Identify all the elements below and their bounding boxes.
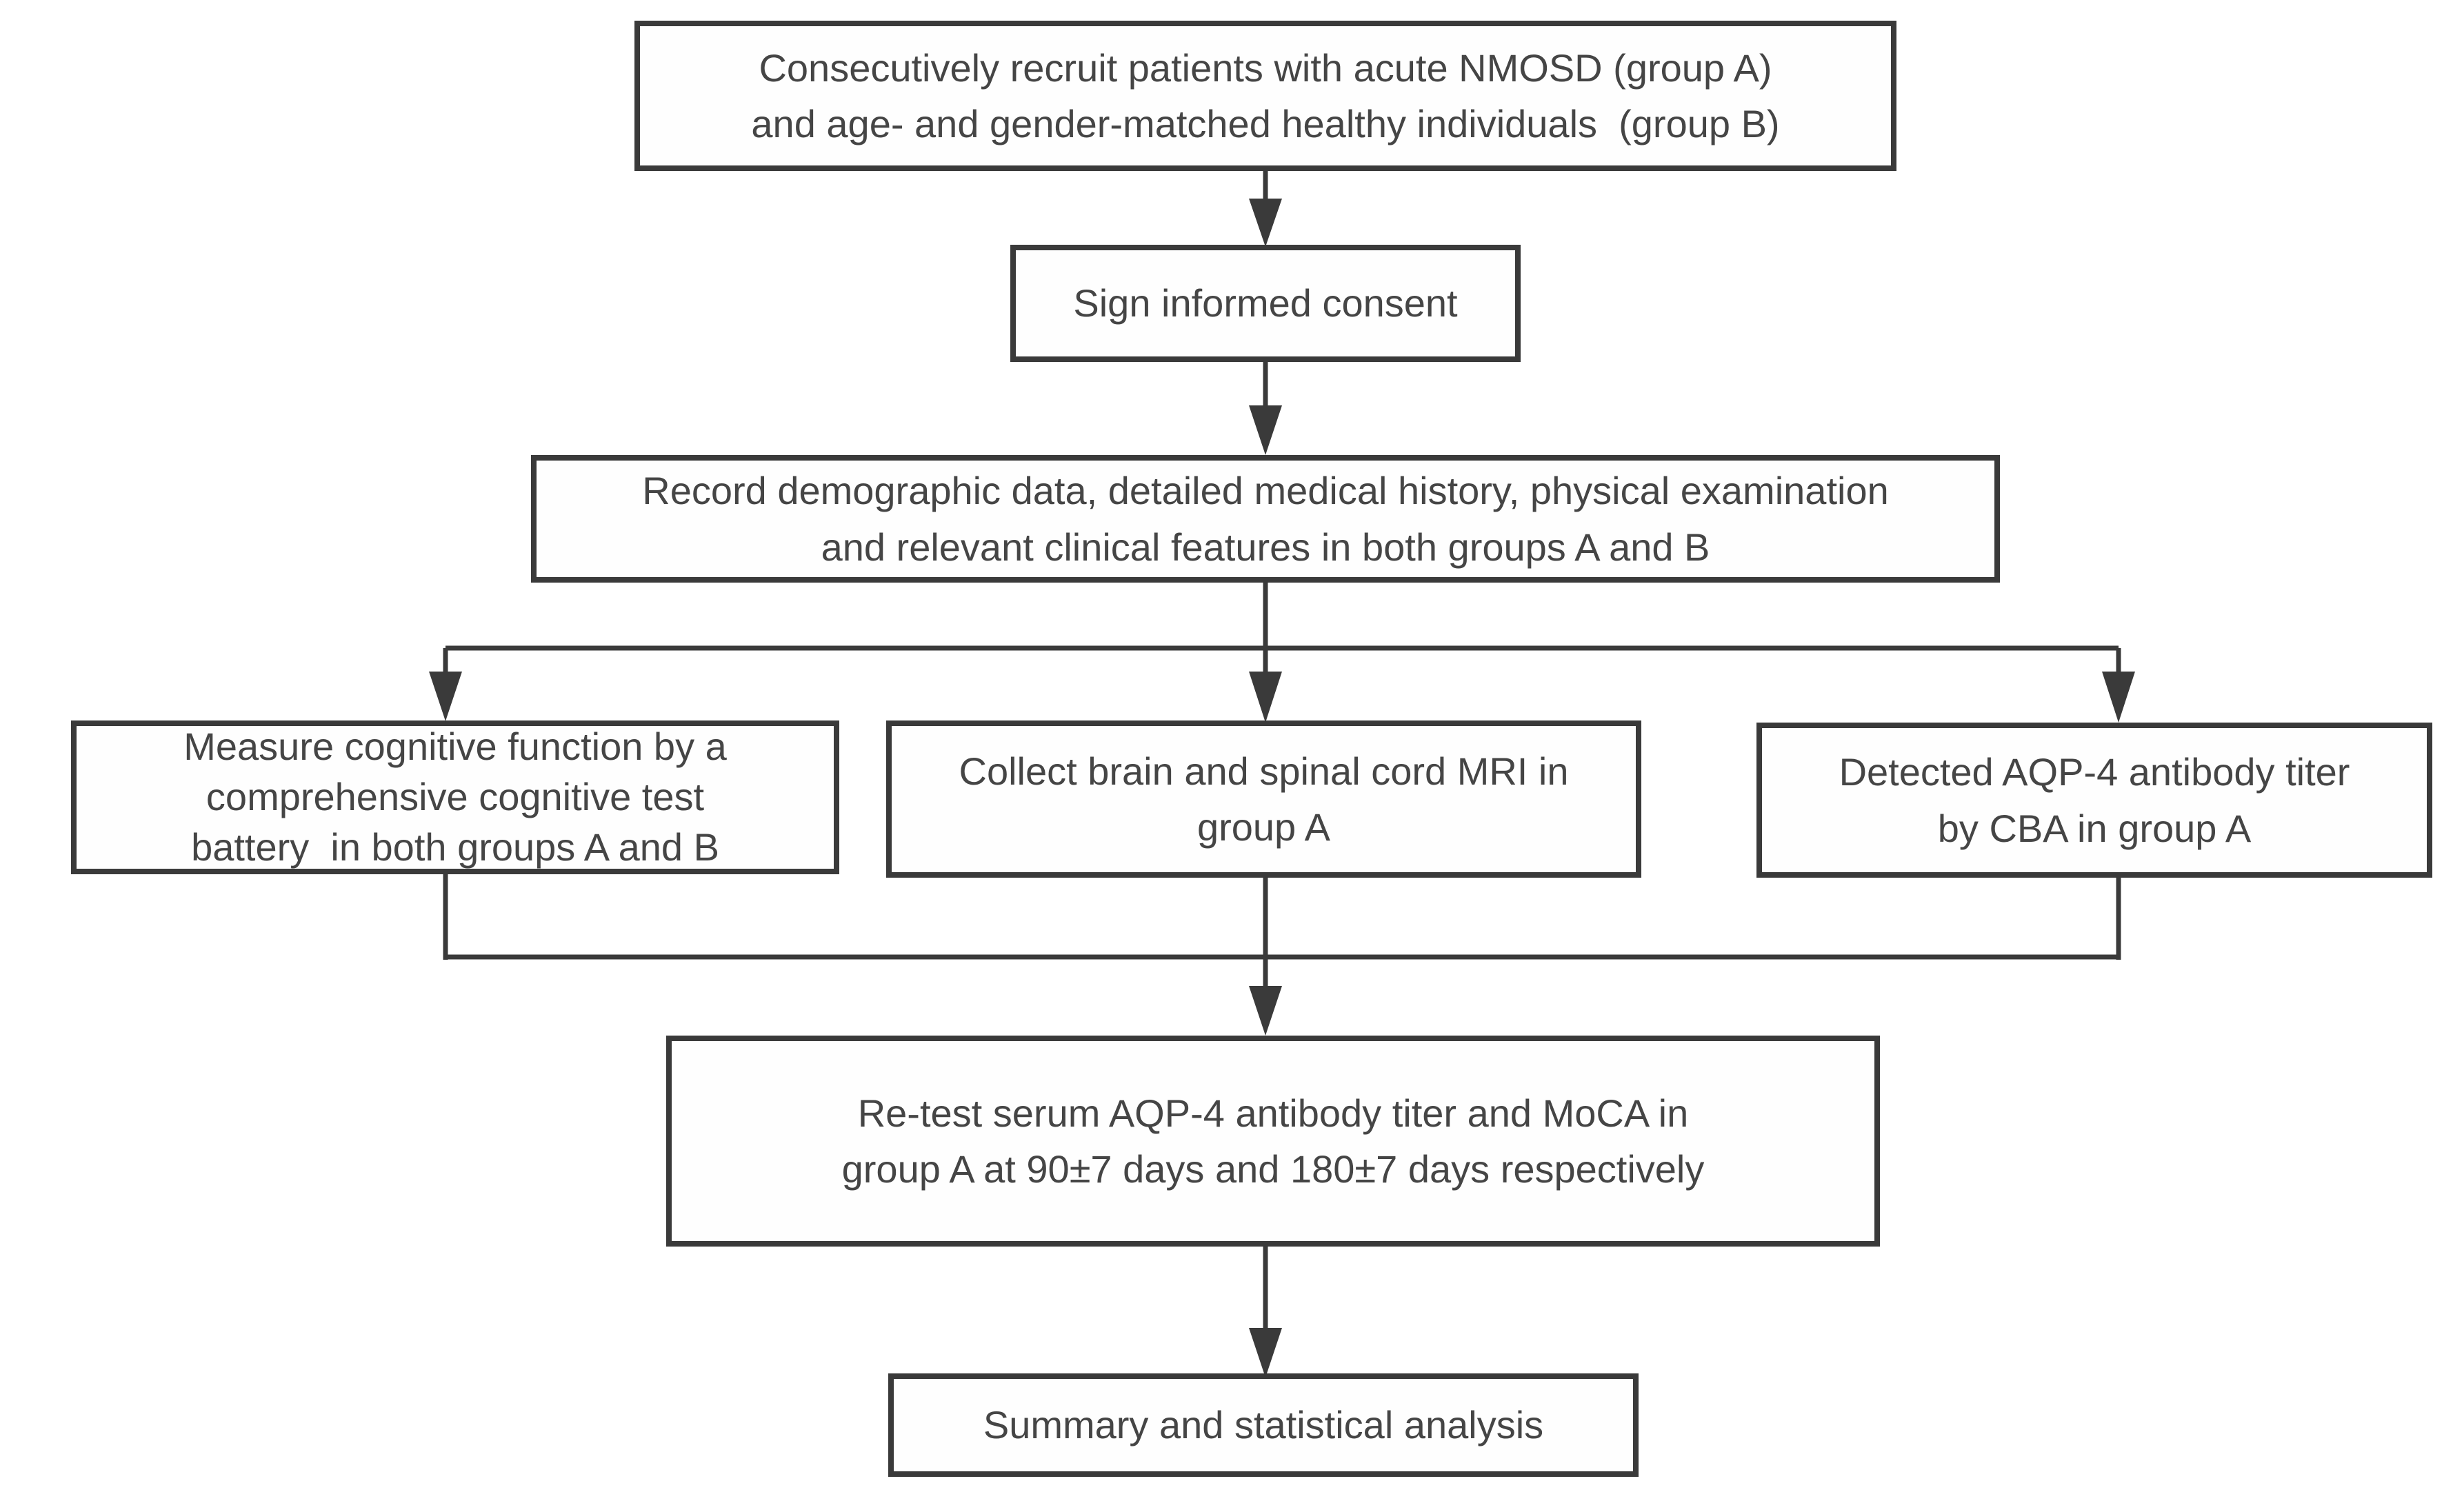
edge-branch-mri-arrowhead-icon xyxy=(1249,672,1282,723)
flow-node-mri-label: Collect brain and spinal cord MRI in gro… xyxy=(959,749,1569,849)
flow-node-record: Record demographic data, detailed medica… xyxy=(531,455,2000,583)
edge-consent-record-arrowhead-icon xyxy=(1249,405,1282,455)
edge-branch-cognitive-arrowhead-icon xyxy=(429,672,462,721)
flow-node-aqp4: Detected AQP-4 antibody titer by CBA in … xyxy=(1756,723,2432,878)
edge-merge-retest-arrowhead-icon xyxy=(1249,986,1282,1036)
flow-node-recruit-label: Consecutively recruit patients with acut… xyxy=(751,46,1780,145)
flow-node-recruit: Consecutively recruit patients with acut… xyxy=(634,21,1896,171)
flow-node-cognitive-label: Measure cognitive function by a comprehe… xyxy=(183,725,727,869)
flow-node-consent-label: Sign informed consent xyxy=(1073,281,1458,325)
flow-node-mri: Collect brain and spinal cord MRI in gro… xyxy=(886,720,1641,878)
flow-node-retest: Re-test serum AQP-4 antibody titer and M… xyxy=(666,1036,1880,1247)
edge-retest-summary-arrowhead-icon xyxy=(1249,1328,1282,1378)
flow-node-consent: Sign informed consent xyxy=(1010,245,1521,362)
flow-node-cognitive: Measure cognitive function by a comprehe… xyxy=(71,720,839,874)
flow-node-summary: Summary and statistical analysis xyxy=(888,1373,1639,1477)
flow-node-summary-label: Summary and statistical analysis xyxy=(983,1403,1544,1447)
flow-node-aqp4-label: Detected AQP-4 antibody titer by CBA in … xyxy=(1839,750,2350,850)
edge-branch-aqp4-arrowhead-icon xyxy=(2102,672,2135,723)
flow-node-record-label: Record demographic data, detailed medica… xyxy=(642,469,1889,569)
flow-node-retest-label: Re-test serum AQP-4 antibody titer and M… xyxy=(841,1091,1705,1191)
edge-recruit-consent-arrowhead-icon xyxy=(1249,199,1282,247)
